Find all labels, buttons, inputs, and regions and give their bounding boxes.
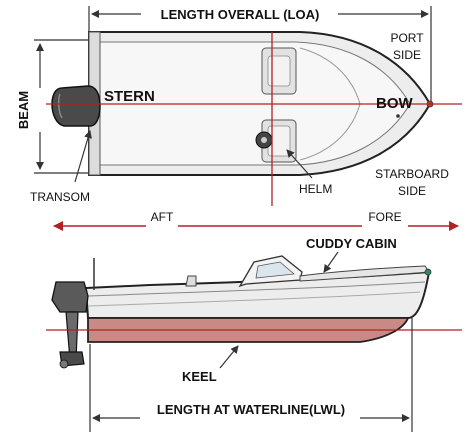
outboard-motor-side	[51, 281, 89, 369]
cuddy-cabin-pointer	[323, 251, 339, 273]
transom-label: TRANSOM	[30, 190, 90, 204]
keel-label: KEEL	[182, 369, 217, 384]
bow-nav-light-icon	[424, 268, 432, 276]
stern-label: STERN	[104, 88, 155, 105]
beam-dimension	[34, 39, 92, 174]
lwl-dimension	[89, 318, 413, 432]
length-overall-label: LENGTH OVERALL (LOA)	[161, 7, 320, 22]
starboard-side-label-line1: STARBOARD	[375, 167, 449, 181]
fore-label: FORE	[368, 210, 401, 224]
helm-pointer	[286, 149, 313, 179]
port-side-label-line1: PORT	[390, 31, 424, 45]
loa-dimension	[88, 6, 432, 104]
starboard-side-label-line2: SIDE	[398, 184, 426, 198]
transom-pointer	[74, 130, 92, 183]
aft-label: AFT	[151, 210, 174, 224]
length-waterline-label: LENGTH AT WATERLINE(LWL)	[157, 402, 345, 417]
keel-pointer	[219, 345, 239, 369]
helm-label: HELM	[299, 182, 332, 196]
cuddy-cabin-label: CUDDY CABIN	[306, 236, 397, 251]
port-side-label-line2: SIDE	[393, 48, 421, 62]
seat	[185, 275, 197, 287]
bow-label: BOW	[376, 95, 414, 112]
beam-label: BEAM	[16, 91, 31, 129]
outboard-motor-top	[51, 85, 101, 127]
